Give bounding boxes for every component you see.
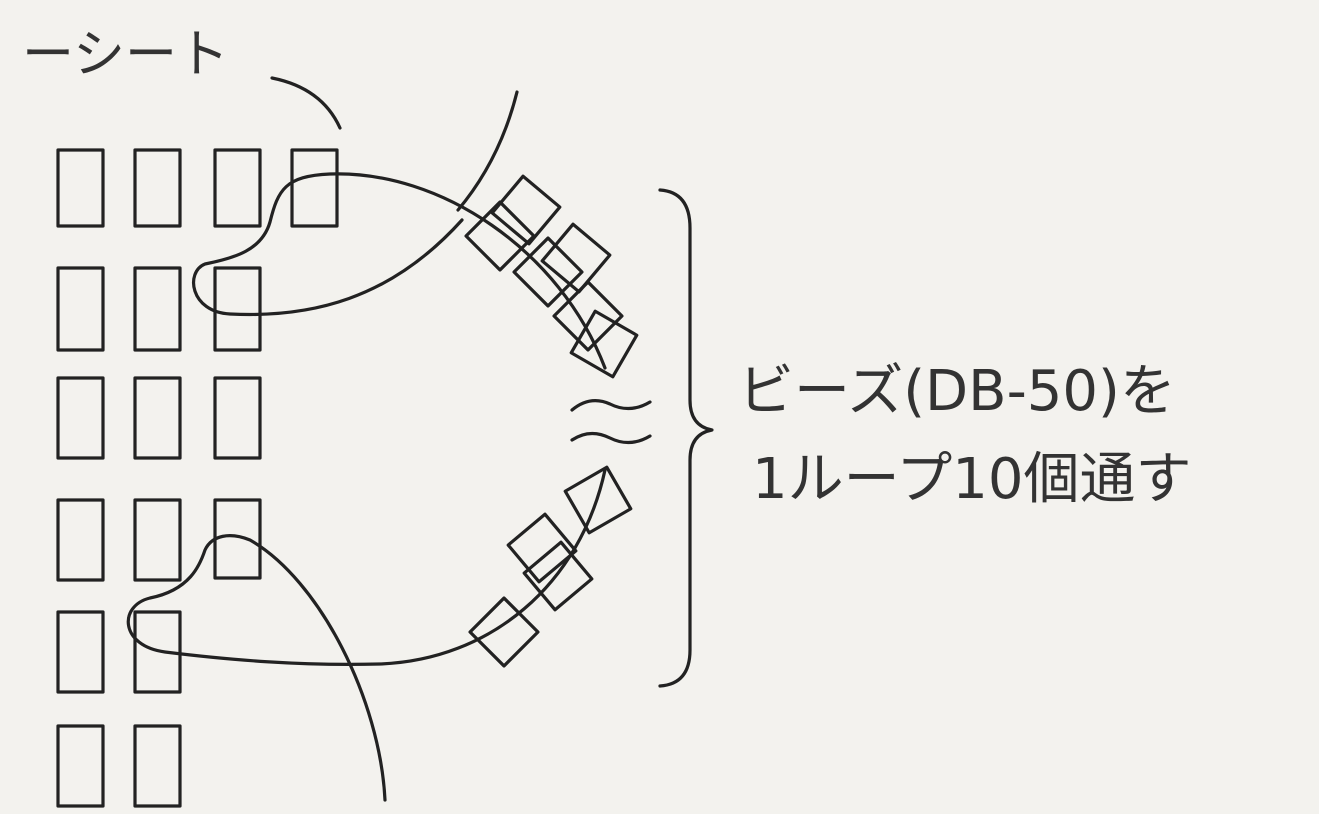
bead bbox=[522, 540, 594, 612]
sheet-grid bbox=[56, 148, 339, 808]
sheet-cell bbox=[290, 148, 339, 228]
sheet-cell bbox=[133, 610, 182, 694]
sheet-cell bbox=[56, 724, 105, 808]
sheet-cell bbox=[133, 498, 182, 582]
bead bbox=[563, 465, 633, 535]
thread-bottom-loop bbox=[126, 468, 607, 802]
thread-upper-end bbox=[456, 90, 519, 212]
sheet-cell bbox=[56, 148, 105, 228]
sheet-cell bbox=[133, 266, 182, 352]
bead bbox=[506, 512, 578, 584]
sheet-cell bbox=[213, 148, 262, 228]
sheet-cell bbox=[213, 266, 262, 352]
sheet-cell bbox=[133, 376, 182, 460]
sheet-cell bbox=[56, 376, 105, 460]
thread-top-loop bbox=[191, 172, 607, 370]
sheet-label: ーシート bbox=[22, 25, 229, 85]
bead bbox=[540, 222, 612, 294]
bead-group-upper bbox=[464, 174, 639, 379]
break-mark-lower bbox=[570, 431, 652, 445]
bead bbox=[552, 280, 624, 352]
bead bbox=[569, 309, 639, 379]
sheet-cell bbox=[56, 266, 105, 352]
sheet-leader-line bbox=[270, 76, 342, 130]
instruction-line-1: ビーズ(DB-50)を bbox=[738, 359, 1176, 424]
break-mark-upper bbox=[570, 399, 652, 412]
sheet-cell bbox=[133, 724, 182, 808]
bead bbox=[464, 200, 536, 272]
sheet-cell bbox=[56, 610, 105, 694]
bead bbox=[490, 174, 562, 246]
instruction-line-2: 1ループ10個通す bbox=[752, 447, 1192, 512]
sheet-cell bbox=[56, 498, 105, 582]
sheet-cell bbox=[213, 376, 262, 460]
sheet-cell bbox=[133, 148, 182, 228]
bead bbox=[512, 236, 584, 308]
sheet-cell bbox=[213, 498, 262, 580]
bead-group-lower bbox=[468, 465, 633, 668]
bead bbox=[468, 596, 540, 668]
curly-brace bbox=[658, 188, 714, 688]
